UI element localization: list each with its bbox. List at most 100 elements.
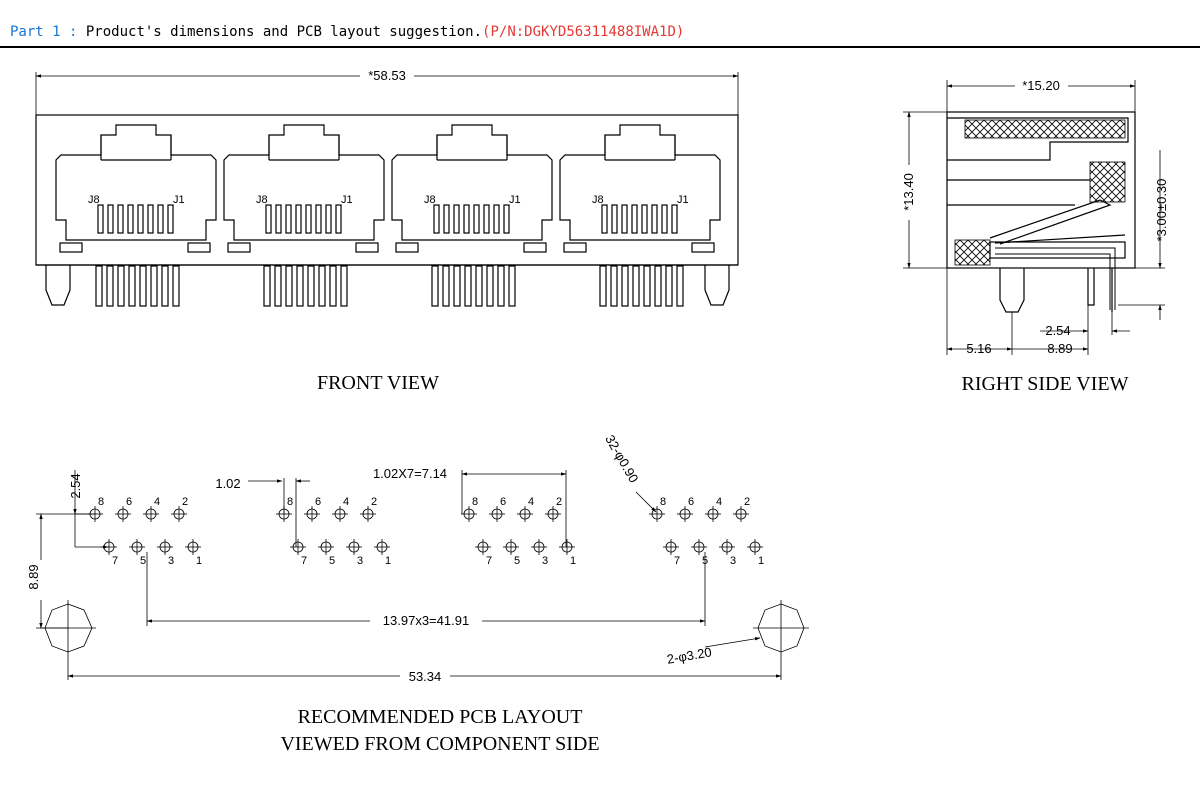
side-pin-spacing: 2.54	[1045, 323, 1070, 338]
side-view	[903, 80, 1165, 355]
pcb-pin-number: 5	[329, 555, 335, 567]
header-title: Product's dimensions and PCB layout sugg…	[85, 24, 483, 40]
pcb-hole	[691, 539, 707, 555]
pcb-row-spacing: 2.54	[68, 473, 83, 498]
pcb-hole	[171, 506, 187, 522]
pcb-pin-number: 5	[702, 555, 708, 567]
pin-label-j8: J8	[592, 194, 604, 206]
pcb-pin-number: 3	[168, 555, 174, 567]
pcb-hole	[461, 506, 477, 522]
pcb-caption-line1: RECOMMENDED PCB LAYOUT	[298, 706, 583, 728]
pcb-hole	[705, 506, 721, 522]
pcb-pin-number: 3	[357, 555, 363, 567]
pcb-post-holes: 2-φ3.20	[666, 644, 713, 667]
pcb-hole	[649, 506, 665, 522]
pin-label-j8: J8	[424, 194, 436, 206]
pcb-pin-number: 8	[660, 496, 666, 508]
side-post-offset: 5.16	[966, 341, 991, 356]
pcb-pin-number: 7	[301, 555, 307, 567]
side-view-caption: RIGHT SIDE VIEW	[961, 373, 1128, 395]
pcb-pin-number: 7	[486, 555, 492, 567]
pin-label-j8: J8	[256, 194, 268, 206]
pcb-pin-number: 4	[343, 496, 349, 508]
part-number: (P/N:DGKYD56311488IWA1D)	[482, 24, 685, 40]
pcb-pin-number: 7	[112, 555, 118, 567]
pcb-hole	[489, 506, 505, 522]
pcb-pin-number: 5	[514, 555, 520, 567]
pin-label-j1: J1	[341, 194, 353, 206]
pcb-post-span: 53.34	[409, 669, 442, 684]
pcb-vertical-offset: 8.89	[26, 564, 41, 589]
pcb-pin-pitch: 1.02	[215, 476, 240, 491]
pcb-hole	[663, 539, 679, 555]
pin-label-j1: J1	[677, 194, 689, 206]
pcb-pin-number: 1	[196, 555, 202, 567]
side-pin-length: *3.00±0.30	[1154, 179, 1169, 242]
pcb-hole	[185, 539, 201, 555]
pcb-pin-number: 3	[730, 555, 736, 567]
pcb-caption-line2: VIEWED FROM COMPONENT SIDE	[280, 733, 599, 755]
pcb-hole	[115, 506, 131, 522]
pcb-pin-number: 2	[182, 496, 188, 508]
pcb-hole	[332, 506, 348, 522]
pcb-hole	[290, 539, 306, 555]
pin-label-j8: J8	[88, 194, 100, 206]
pcb-hole	[374, 539, 390, 555]
front-overall-width: *58.53	[368, 68, 406, 83]
pcb-pin-number: 1	[385, 555, 391, 567]
header-line: Part 1 : Product's dimensions and PCB la…	[10, 24, 684, 40]
pcb-pin-number: 3	[542, 555, 548, 567]
pcb-pin-number: 4	[528, 496, 534, 508]
pcb-pin-span: 1.02X7=7.14	[373, 466, 447, 481]
pcb-pin-number: 7	[674, 555, 680, 567]
pcb-hole	[545, 506, 561, 522]
pcb-hole	[360, 506, 376, 522]
pcb-pin-number: 6	[500, 496, 506, 508]
pcb-hole	[87, 506, 103, 522]
pcb-hole	[719, 539, 735, 555]
part-label: Part 1 :	[10, 24, 78, 40]
pcb-pin-number: 6	[126, 496, 132, 508]
pcb-pin-number: 1	[570, 555, 576, 567]
pcb-pin-number: 6	[688, 496, 694, 508]
rj45-port	[559, 124, 721, 307]
pcb-hole	[318, 539, 334, 555]
pcb-pin-number: 2	[371, 496, 377, 508]
pcb-hole	[346, 539, 362, 555]
header-bar: Part 1 : Product's dimensions and PCB la…	[0, 0, 1200, 48]
pcb-port-pitch: 13.97x3=41.91	[383, 613, 469, 628]
pcb-hole	[304, 506, 320, 522]
pcb-hole	[101, 539, 117, 555]
pcb-hole	[733, 506, 749, 522]
pcb-pin-number: 4	[154, 496, 160, 508]
pin-label-j1: J1	[173, 194, 185, 206]
pin-label-j1: J1	[509, 194, 521, 206]
rj45-port	[391, 124, 553, 307]
pcb-pin-number: 8	[98, 496, 104, 508]
pcb-hole	[475, 539, 491, 555]
pcb-pin-number: 1	[758, 555, 764, 567]
side-height: *13.40	[901, 173, 916, 211]
pcb-hole	[517, 506, 533, 522]
pcb-pin-number: 8	[472, 496, 478, 508]
pcb-pin-number: 4	[716, 496, 722, 508]
pcb-hole	[503, 539, 519, 555]
pcb-hole	[559, 539, 575, 555]
pcb-hole	[143, 506, 159, 522]
pcb-pin-number: 2	[556, 496, 562, 508]
pcb-pin-number: 6	[315, 496, 321, 508]
pcb-hole	[747, 539, 763, 555]
pcb-pin-number: 2	[744, 496, 750, 508]
rj45-port	[55, 124, 217, 307]
pcb-pin-number: 8	[287, 496, 293, 508]
pcb-hole-spec: 32-φ0.90	[602, 432, 641, 485]
pcb-hole	[531, 539, 547, 555]
pcb-pin-number: 5	[140, 555, 146, 567]
pcb-layout	[36, 470, 809, 680]
side-row-offset: 8.89	[1047, 341, 1072, 356]
pcb-hole	[276, 506, 292, 522]
rj45-port	[223, 124, 385, 307]
front-view-caption: FRONT VIEW	[317, 372, 439, 394]
side-depth: *15.20	[1022, 78, 1060, 93]
